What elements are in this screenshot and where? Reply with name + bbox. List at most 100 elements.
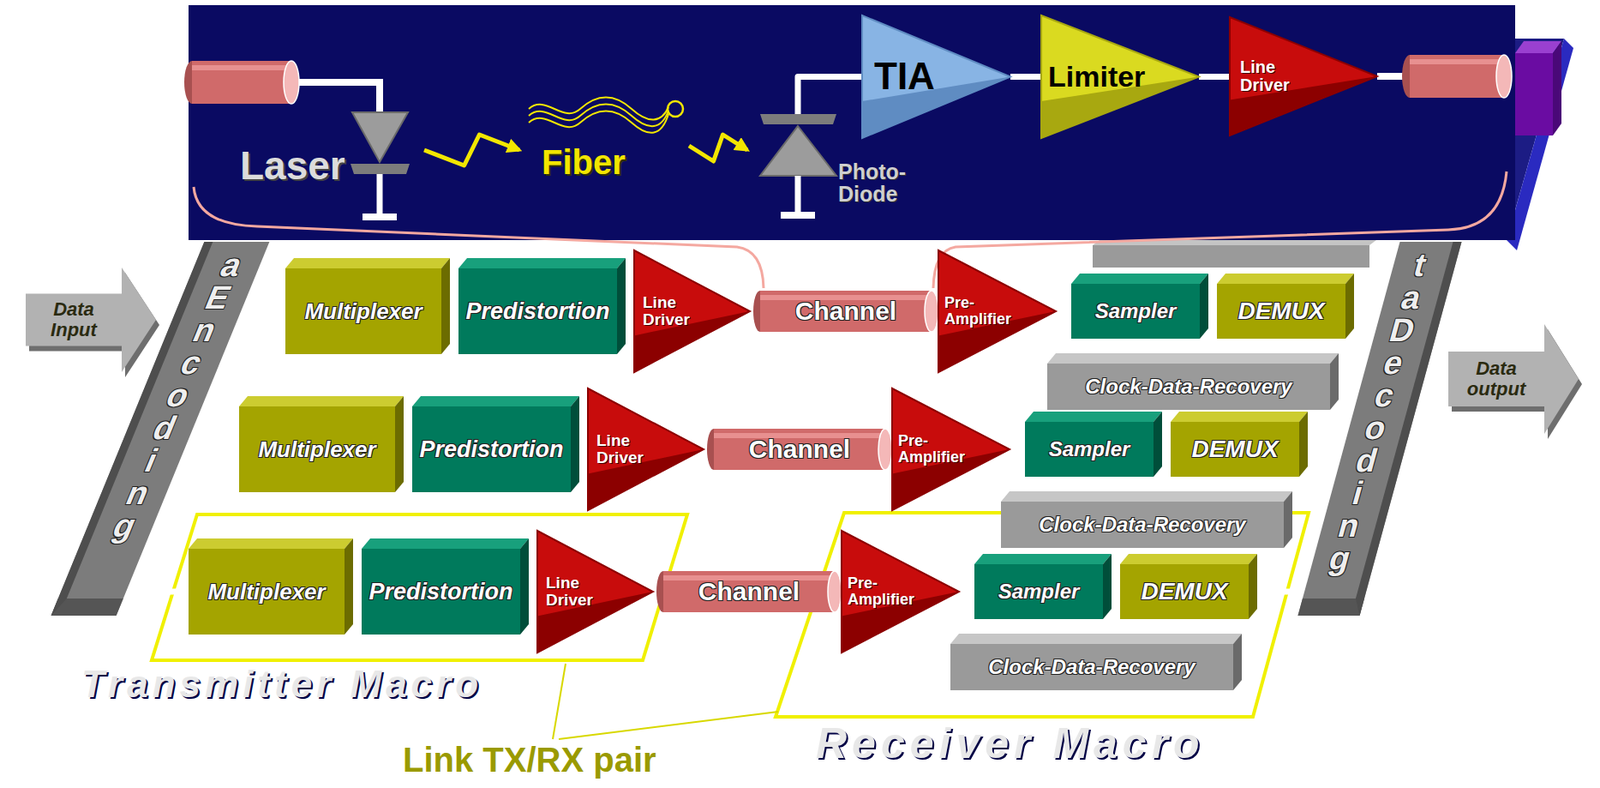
cylinder-body	[663, 570, 835, 612]
panel-edge	[5, 715, 654, 731]
node-label: Predistortion	[368, 580, 513, 604]
signal-wire	[1010, 73, 1042, 80]
diode-plate	[350, 163, 410, 174]
signal-wire	[240, 308, 286, 315]
signal-wire	[1248, 338, 1255, 354]
demux-box: DEMUX	[1170, 421, 1300, 477]
node-label: Predistortion	[419, 437, 564, 462]
box-side	[1299, 411, 1308, 477]
callout-label: Link TX/RX pair	[402, 742, 657, 777]
box-top	[1216, 273, 1355, 284]
demux-box: DEMUX	[1216, 283, 1346, 339]
signal-wire	[1198, 73, 1230, 80]
cable-end	[283, 60, 300, 104]
node-label: Sampler	[998, 581, 1080, 602]
triangle-face	[1229, 17, 1378, 136]
signal-wire	[1102, 338, 1109, 354]
box-top	[458, 257, 626, 269]
box-top	[1000, 491, 1293, 502]
node-label: Line Driver	[596, 431, 650, 467]
node-label: Photo-Diode	[838, 160, 954, 206]
cable-highlight	[191, 65, 292, 71]
light-arrow	[424, 134, 520, 166]
node-label: Channel	[698, 578, 800, 605]
node-label: TIA	[874, 56, 935, 96]
ground-bar	[780, 211, 815, 219]
node-label: Sampler	[1048, 438, 1131, 460]
purple-block-side	[1552, 41, 1562, 136]
predistortion-box: Predistortion	[412, 406, 571, 492]
node-label: Data output	[1456, 358, 1536, 400]
node-label: Fiber	[541, 144, 626, 180]
box-top	[950, 633, 1242, 644]
signal-wire	[1055, 308, 1072, 315]
triangle-face	[537, 530, 654, 653]
box-side	[1283, 491, 1293, 548]
node-label: Multiplexer	[257, 437, 376, 461]
box-side	[344, 538, 354, 635]
node-label: Predistortion	[465, 299, 610, 324]
cable-end	[1496, 54, 1512, 98]
cylinder-body	[760, 290, 932, 332]
cable-highlight	[1409, 59, 1505, 65]
node-label: Limiter	[1048, 61, 1145, 93]
node-label: Pre-Amplifier	[847, 575, 920, 608]
box-side	[520, 538, 529, 635]
wire	[299, 82, 380, 108]
triangle-face	[892, 388, 1010, 510]
sampler-box: Sampler	[1024, 421, 1154, 477]
node-label: Clock-Data-Recovery	[1038, 514, 1246, 535]
box-side	[617, 257, 626, 354]
box-side	[1102, 553, 1112, 619]
box-top	[239, 395, 404, 407]
node-label: Multiplexer	[304, 299, 422, 323]
box-side	[1248, 553, 1258, 619]
box-side	[1233, 633, 1242, 690]
arrow-face	[25, 267, 156, 372]
diode-triangle	[352, 112, 408, 162]
box-side	[1153, 411, 1163, 477]
ground-bar	[362, 213, 397, 221]
node-label: Channel	[795, 298, 897, 324]
multiplexer-box: Multiplexer	[188, 548, 345, 635]
light-arrow	[689, 134, 748, 162]
output-arrow: Data output	[1448, 323, 1579, 434]
triangle-face	[634, 250, 750, 372]
node-label: DEMUX	[1191, 437, 1278, 462]
box-top	[1071, 273, 1209, 284]
receiver-panel-edge	[1506, 38, 1574, 251]
cylinder-end	[827, 570, 842, 612]
panel-edge	[749, 770, 1358, 786]
amplifier-triangle: Pre-Amplifier	[938, 250, 1056, 372]
link-outline	[151, 514, 688, 660]
driver-triangle: Line Driver	[1229, 17, 1378, 136]
fiber-strand	[528, 104, 669, 127]
fiber-strand	[528, 97, 669, 120]
sampler-box: Sampler	[974, 563, 1103, 619]
amplifier-triangle: Pre-Amplifier	[892, 388, 1010, 510]
amplifier-triangle: Limiter	[1041, 15, 1199, 138]
signal-wire	[797, 77, 863, 108]
channel-cylinder: Channel	[713, 428, 886, 470]
signal-wire	[1006, 618, 1013, 634]
box-side	[395, 395, 404, 492]
cylinder-end	[924, 290, 939, 332]
node-label: Multiplexer	[207, 580, 325, 603]
input-arrow: Data Input	[25, 267, 156, 372]
multiplexer-box: Multiplexer	[239, 406, 396, 492]
box-top	[1170, 411, 1308, 422]
predistortion-box: Predistortion	[458, 268, 618, 354]
box-side	[1199, 273, 1209, 339]
signal-wire	[184, 446, 240, 453]
box-side	[1330, 353, 1339, 410]
signal-wire	[1056, 476, 1063, 492]
node-label: Laser	[239, 145, 346, 186]
triangle-face	[1041, 15, 1199, 138]
channel-cylinder: Channel	[663, 570, 835, 612]
diode-plate	[760, 113, 837, 125]
box-side	[1345, 273, 1355, 339]
cdr-box: Clock-Data-Recovery	[1047, 363, 1331, 410]
box-top	[285, 257, 450, 269]
leader-line	[558, 711, 779, 739]
